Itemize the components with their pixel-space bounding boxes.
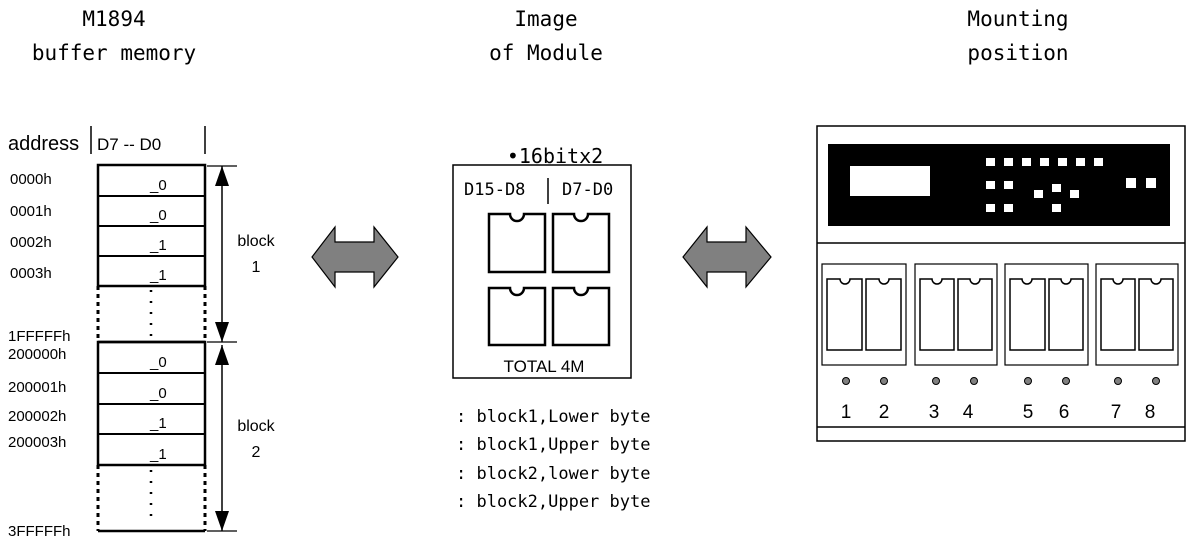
slot-number: 8 bbox=[1145, 402, 1156, 423]
slot-led-icon bbox=[880, 377, 888, 385]
cell-value: _1 bbox=[149, 415, 167, 432]
slot-number: 3 bbox=[929, 402, 940, 423]
double-arrow-right bbox=[682, 225, 772, 289]
address-label: 200002h bbox=[8, 408, 66, 425]
chip-upper-block1 bbox=[487, 212, 547, 274]
address-header: address bbox=[8, 133, 79, 155]
socket-7 bbox=[1100, 278, 1136, 351]
cell-value: _0 bbox=[149, 177, 167, 194]
display-window bbox=[850, 166, 930, 196]
right-header-line1: Mounting bbox=[967, 7, 1068, 31]
mounting-device: 1 2 3 4 5 6 7 8 bbox=[816, 125, 1186, 442]
address-label: 3FFFFFh bbox=[8, 523, 71, 540]
socket-5 bbox=[1009, 278, 1046, 351]
slot-led-icon bbox=[842, 377, 850, 385]
address-label: 1FFFFFh bbox=[8, 328, 71, 345]
socket-4 bbox=[957, 278, 993, 351]
socket-1 bbox=[826, 278, 863, 351]
slot-number: 4 bbox=[963, 402, 974, 423]
left-header-line1: M1894 bbox=[82, 7, 145, 31]
block2-label-line2: 2 bbox=[252, 444, 261, 461]
middle-header-line1: Image bbox=[514, 7, 577, 31]
address-label: 0001h bbox=[10, 203, 52, 220]
socket-3 bbox=[919, 278, 955, 351]
legend-item: : block1,Lower byte bbox=[456, 407, 650, 427]
cell-value: _1 bbox=[149, 237, 167, 254]
socket-2 bbox=[865, 278, 902, 351]
slot-led-icon bbox=[932, 377, 940, 385]
arrow-head-down bbox=[215, 322, 229, 342]
address-label: 0000h bbox=[10, 171, 52, 188]
slot-number: 5 bbox=[1023, 402, 1034, 423]
legend-item: : block1,Upper byte bbox=[456, 435, 650, 455]
legend-item: : block2,Upper byte bbox=[456, 492, 650, 512]
slot-number: 6 bbox=[1059, 402, 1070, 423]
arrow-head-up bbox=[215, 345, 229, 365]
slot-led-icon bbox=[1024, 377, 1032, 385]
slot-led-icon bbox=[1152, 377, 1160, 385]
address-label: 200003h bbox=[8, 434, 66, 451]
right-header-line2: position bbox=[967, 41, 1068, 65]
cell-value: _1 bbox=[149, 446, 167, 463]
block2-label-line1: block bbox=[237, 418, 275, 435]
bits-header: D7 -- D0 bbox=[97, 135, 161, 154]
slot-number: 7 bbox=[1111, 402, 1122, 423]
cell-value: _0 bbox=[149, 207, 167, 224]
arrow-head-up bbox=[215, 166, 229, 186]
address-label: 200001h bbox=[8, 379, 66, 396]
chip-lower-block2 bbox=[551, 286, 611, 347]
left-header-line2: buffer memory bbox=[32, 41, 196, 65]
block1-label-line1: block bbox=[237, 233, 275, 250]
middle-header-line2: of Module bbox=[489, 41, 603, 65]
arrow-head-down bbox=[215, 511, 229, 531]
address-label: 0003h bbox=[10, 265, 52, 282]
lower-bits-label: D7-D0 bbox=[562, 180, 613, 200]
slot-led-icon bbox=[970, 377, 978, 385]
module-image: •16bitx2 D15-D8 D7-D0 TOTAL 4M bbox=[452, 144, 632, 379]
bit-config-label: •16bitx2 bbox=[507, 144, 603, 168]
block1-label-line2: 1 bbox=[252, 259, 261, 276]
cell-value: _0 bbox=[149, 385, 167, 402]
slot-led-icon bbox=[1114, 377, 1122, 385]
total-capacity: TOTAL 4M bbox=[504, 357, 585, 376]
slot-led-icon bbox=[1062, 377, 1070, 385]
legend-item: : block2,lower byte bbox=[456, 464, 650, 484]
upper-bits-label: D15-D8 bbox=[464, 180, 525, 200]
address-label: 0002h bbox=[10, 234, 52, 251]
slot-number: 2 bbox=[879, 402, 890, 423]
socket-6 bbox=[1048, 278, 1084, 351]
address-label: 200000h bbox=[8, 346, 66, 363]
cell-value: _1 bbox=[149, 267, 167, 284]
memory-map: address D7 -- D0 0000h 0001h 0002h 0003h… bbox=[8, 126, 276, 540]
chip-lower-block1 bbox=[551, 212, 611, 274]
double-arrow-left bbox=[311, 225, 399, 289]
cell-value: _0 bbox=[149, 354, 167, 371]
slot-number: 1 bbox=[841, 402, 852, 423]
chip-upper-block2 bbox=[487, 286, 547, 347]
indicator-leds bbox=[986, 158, 1156, 212]
socket-8 bbox=[1138, 278, 1174, 351]
legend: : block1,Lower byte : block1,Upper byte … bbox=[456, 407, 650, 512]
